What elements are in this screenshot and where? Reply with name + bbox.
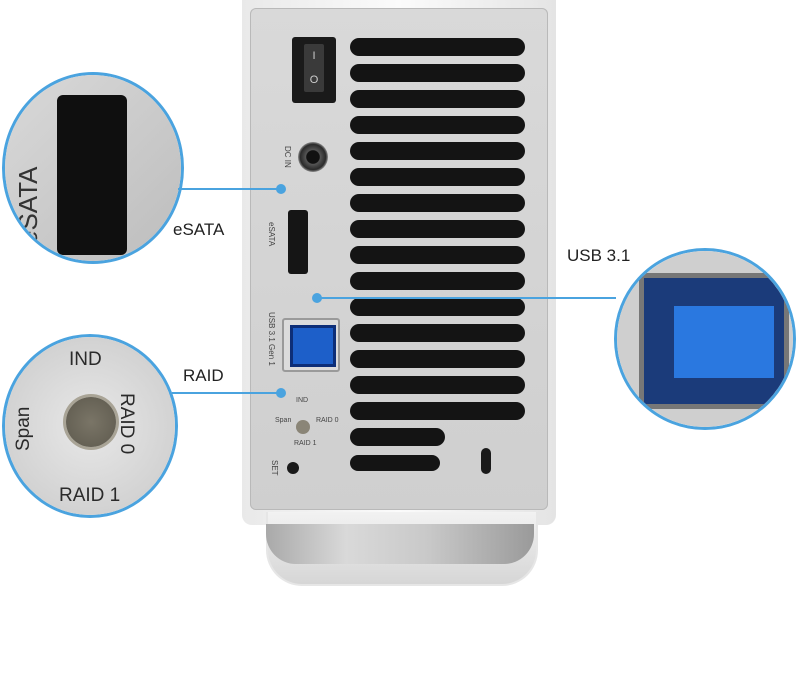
usb-callout-line [320,297,616,299]
usb-zoom-port [639,273,789,409]
raid-mode-dial[interactable] [296,420,310,434]
usb-port-label: USB 3.1 Gen 1 [267,312,276,366]
usb-zoom-circle [614,248,796,430]
switch-on-mark: I [312,50,316,62]
vent-slot [350,220,525,238]
set-button[interactable] [287,462,299,474]
raid-dial-label-right: RAID 0 [316,417,339,424]
security-lock-slot [481,448,491,474]
raid-dial-label-top: IND [296,397,309,404]
vent-slot [350,194,525,212]
vent-slot [350,64,525,82]
usb-callout-label: USB 3.1 [567,246,631,265]
vent-slot [350,376,525,394]
raid-callout-dot [276,388,286,398]
raid-dial-label-bottom: RAID 1 [294,440,317,447]
vent-slot [350,272,525,290]
switch-off-mark: O [309,74,319,86]
esata-zoom-port [57,95,127,255]
raid-zoom-dial [66,397,116,447]
vent-slot [350,246,525,264]
raid-zoom-raid1: RAID 1 [59,485,121,506]
power-switch-rocker: I O [304,44,324,92]
vent-slot [350,90,525,108]
usb-port-connector [290,325,336,367]
raid-zoom-circle: IND RAID 0 RAID 1 Span [2,334,178,518]
vent-slot [350,402,525,420]
esata-port-label: eSATA [267,222,276,247]
esata-callout-dot [276,184,286,194]
vent-slot [350,455,440,471]
esata-port [288,210,308,274]
set-label: SET [270,460,279,476]
usb-zoom-connector [674,306,774,378]
vent-slot [350,142,525,160]
usb-zoom-detail [617,251,793,427]
vent-slot [350,116,525,134]
stand-reflection [266,524,534,564]
raid-zoom-ind: IND [69,349,102,370]
vent-slot [350,168,525,186]
esata-callout-line [178,188,280,190]
vent-slot [350,298,525,316]
raid-callout-label: RAID [183,366,224,385]
vent-slot [350,428,445,446]
vent-slot [350,324,525,342]
dc-in-label: DC IN [283,146,292,168]
vent-slot [350,350,525,368]
usb-callout-dot [312,293,322,303]
esata-zoom-circle: eSATA [2,72,184,264]
raid-zoom-span: Span [13,406,34,451]
raid-zoom-raid0: RAID 0 [116,393,137,455]
vent-slot [350,38,525,56]
esata-zoom-detail: eSATA [5,75,181,261]
raid-callout-line [172,392,280,394]
raid-dial-label-left: Span [275,417,292,424]
dc-in-port [298,142,328,172]
esata-callout-label: eSATA [173,220,225,239]
raid-zoom-detail: IND RAID 0 RAID 1 Span [5,337,175,515]
esata-zoom-label: eSATA [13,166,43,245]
